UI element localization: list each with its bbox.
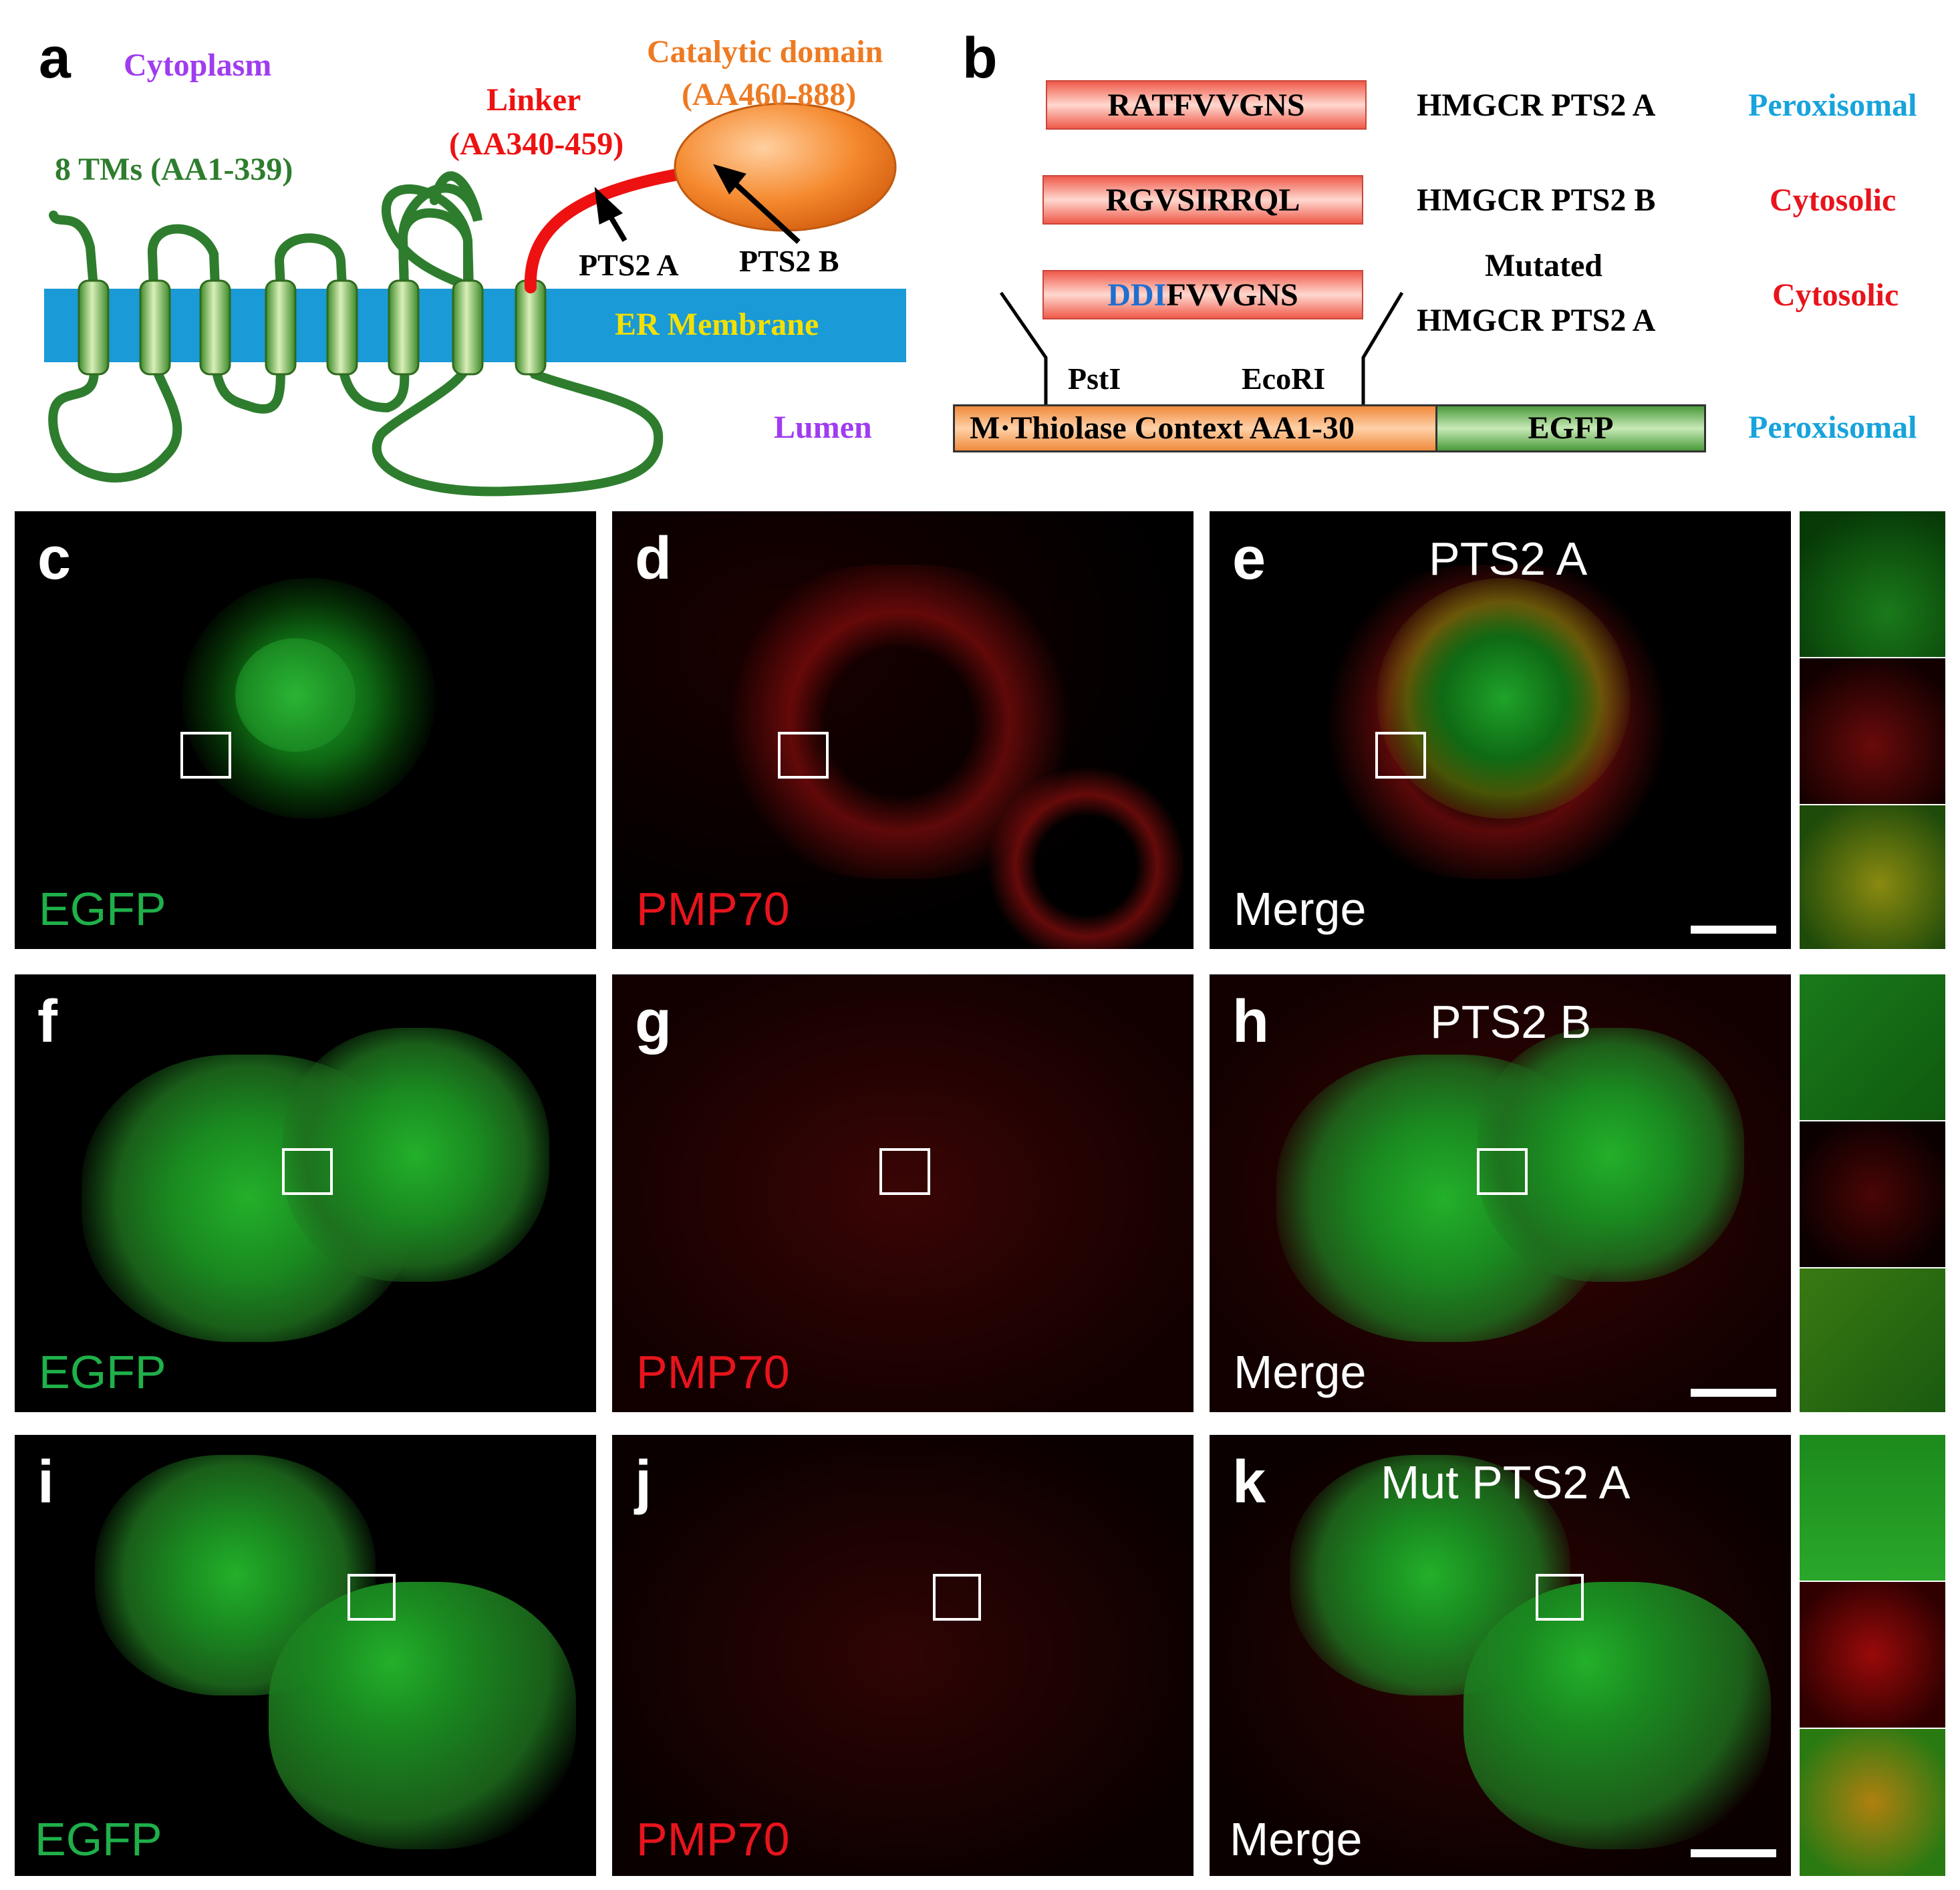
loc-pts2b: Cytosolic: [1770, 182, 1897, 218]
roi-box-d: [778, 732, 829, 779]
cell-merge: [1377, 578, 1631, 819]
channel-j: PMP70: [636, 1813, 790, 1865]
letter-h: h: [1232, 988, 1269, 1055]
letter-j: j: [635, 1449, 652, 1516]
micrograph-j: j PMP70: [612, 1435, 1194, 1876]
name-pts2b: HMGCR PTS2 B: [1417, 182, 1656, 218]
cytoplasm-label: Cytoplasm: [124, 47, 272, 83]
channel-k: Merge: [1230, 1813, 1363, 1865]
linker-range-label: (AA340-459): [449, 126, 624, 162]
letter-f: f: [37, 988, 57, 1055]
inset-e-red: [1800, 658, 1945, 804]
roi-box-e: [1375, 732, 1426, 779]
construct-egfp: EGFP: [1435, 404, 1706, 452]
micrograph-h: h PTS2 B Merge: [1210, 974, 1791, 1412]
channel-c: EGFP: [39, 883, 166, 935]
channel-h: Merge: [1234, 1346, 1367, 1398]
condition-e: PTS2 A: [1429, 533, 1588, 585]
er-topology-diagram: [44, 102, 906, 497]
letter-e: e: [1232, 525, 1266, 592]
membrane-label: ER Membrane: [615, 307, 819, 342]
condition-k: Mut PTS2 A: [1381, 1456, 1631, 1508]
loc-pts2a: Peroxisomal: [1748, 88, 1917, 123]
inset-k-green: [1800, 1435, 1945, 1581]
inset-k-red: [1800, 1582, 1945, 1728]
roi-box-g: [879, 1148, 930, 1195]
inset-e-green: [1800, 511, 1945, 657]
loc-mut: Cytosolic: [1772, 277, 1899, 313]
cell-merge-right: [1477, 1028, 1744, 1282]
letter-k: k: [1232, 1449, 1266, 1516]
inset-e-merge: [1800, 805, 1945, 949]
pts2-arrows: [594, 164, 801, 244]
cell-ring: [986, 765, 1187, 949]
letter-d: d: [635, 525, 672, 592]
condition-h: PTS2 B: [1430, 996, 1592, 1048]
ecori-label: EcoRI: [1242, 362, 1326, 396]
lumen-label: Lumen: [774, 410, 872, 445]
channel-g: PMP70: [636, 1346, 790, 1398]
inset-k-merge: [1800, 1729, 1945, 1876]
scale-bar-e: [1691, 926, 1776, 934]
micrograph-e: e PTS2 A Merge: [1210, 511, 1791, 949]
panel-a-letter: a: [39, 26, 71, 90]
mut-rest: FVVGNS: [1166, 277, 1298, 313]
roi-box-h: [1477, 1148, 1528, 1195]
pts2b-label: PTS2 B: [739, 244, 839, 278]
channel-d: PMP70: [636, 883, 790, 935]
transmembrane-chain: [48, 171, 664, 497]
construct-loc: Peroxisomal: [1748, 410, 1917, 445]
seq-bar-mut: DDIFVVGNS: [1042, 270, 1363, 319]
catalytic-range-label: (AA460-888): [682, 77, 857, 112]
roi-box-k: [1536, 1574, 1584, 1621]
catalytic-label: Catalytic domain: [647, 34, 883, 70]
linker-label: Linker: [486, 82, 581, 118]
micrograph-c: c EGFP: [15, 511, 596, 949]
name-mut-2: HMGCR PTS2 A: [1417, 303, 1656, 338]
panel-b-letter: b: [962, 26, 998, 90]
tm-helices: [78, 279, 547, 376]
letter-i: i: [37, 1449, 55, 1516]
micrograph-d: d PMP70: [612, 511, 1194, 949]
construct-thiolase: M·Thiolase Context AA1-30: [953, 404, 1437, 452]
roi-box-j: [933, 1574, 981, 1621]
channel-i: EGFP: [35, 1813, 162, 1865]
letter-g: g: [635, 988, 672, 1055]
psti-label: PstI: [1068, 362, 1121, 396]
seq-bar-pts2b: RGVSIRRQL: [1042, 175, 1363, 225]
channel-f: EGFP: [39, 1346, 166, 1398]
catalytic-domain: [674, 102, 897, 232]
linker-region: [524, 168, 688, 293]
tms-label: 8 TMs (AA1-339): [55, 152, 293, 187]
name-pts2a: HMGCR PTS2 A: [1417, 88, 1656, 123]
construct-thiolase-label: M·Thiolase Context AA1-30: [970, 410, 1355, 446]
nucleus-egfp: [235, 638, 356, 752]
construct-egfp-label: EGFP: [1528, 410, 1614, 446]
name-mut-1: Mutated: [1485, 248, 1602, 283]
cell-egfp-right: [282, 1028, 549, 1282]
channel-e: Merge: [1234, 883, 1367, 935]
roi-box-c: [180, 732, 231, 779]
pts2a-label: PTS2 A: [579, 248, 679, 282]
micrograph-g: g PMP70: [612, 974, 1194, 1412]
letter-c: c: [37, 525, 72, 592]
roi-box-i: [347, 1574, 396, 1621]
cell-merge-bottom: [1463, 1582, 1771, 1849]
roi-box-f: [282, 1148, 333, 1195]
inset-h-green: [1800, 974, 1945, 1120]
micrograph-i: i EGFP: [15, 1435, 596, 1876]
inset-h-red: [1800, 1121, 1945, 1267]
inset-h-merge: [1800, 1268, 1945, 1412]
mut-prefix: DDI: [1107, 277, 1167, 313]
seq-bar-pts2a: RATFVVGNS: [1046, 80, 1367, 130]
micrograph-f: f EGFP: [15, 974, 596, 1412]
scale-bar-h: [1691, 1389, 1776, 1397]
cell-egfp-bottom: [269, 1582, 576, 1849]
scale-bar-k: [1691, 1849, 1776, 1857]
micrograph-k: k Mut PTS2 A Merge: [1210, 1435, 1791, 1876]
